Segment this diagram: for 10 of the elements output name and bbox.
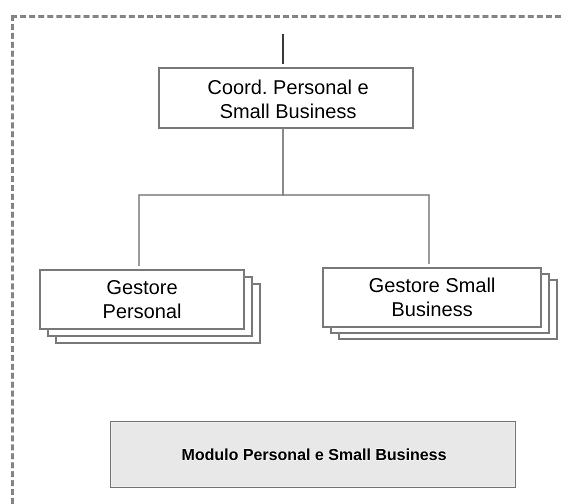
box-label: Coord. Personal e Small Business [206,76,370,124]
process-box [158,67,414,129]
module-box [110,421,516,488]
box-label: Modulo Personal e Small Business [180,446,448,466]
stacked-process-box [322,267,558,340]
stacked-process-box [39,269,261,344]
box-label: Gestore Small Business [368,274,496,322]
dashed-frame [11,15,561,504]
connector-line [282,34,284,64]
box-label: Gestore Personal [102,276,182,324]
